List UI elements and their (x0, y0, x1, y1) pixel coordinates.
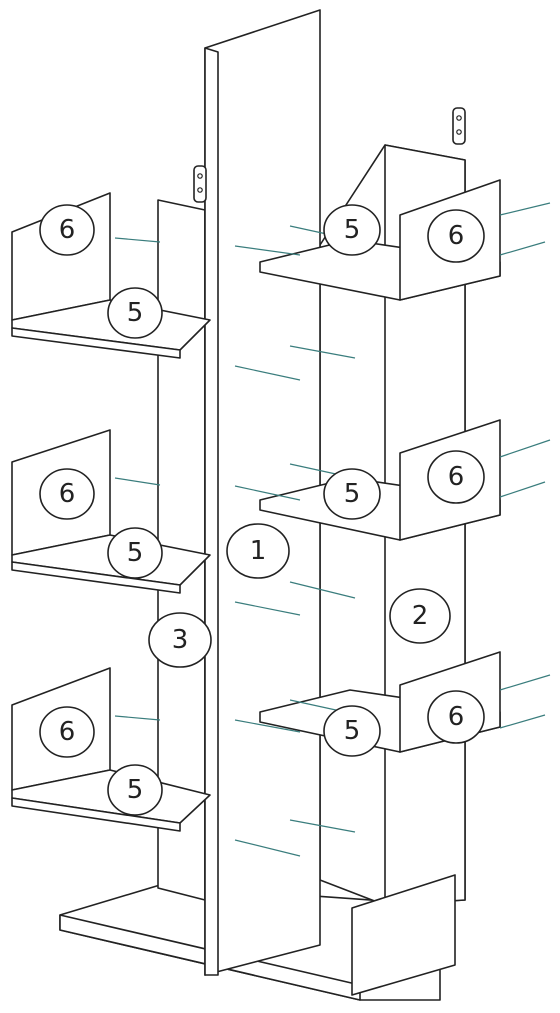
callout-6-label: 6 (448, 462, 465, 492)
callout-6-left-1: 6 (39, 204, 95, 256)
callout-2: 2 (389, 588, 451, 644)
callout-6-right-2: 6 (427, 450, 485, 504)
callout-5-right-3: 5 (323, 705, 381, 757)
callout-6-label: 6 (448, 702, 465, 732)
callout-6-right-3: 6 (427, 690, 485, 744)
callout-6-label: 6 (59, 215, 76, 245)
callout-3-label: 3 (172, 625, 189, 655)
callout-5-label: 5 (344, 716, 361, 746)
wall-bracket-right (452, 107, 466, 145)
callout-5-label: 5 (127, 538, 144, 568)
callout-6-label: 6 (59, 479, 76, 509)
callout-6-left-3: 6 (39, 706, 95, 758)
callout-3: 3 (148, 612, 212, 668)
front-low-board (351, 874, 456, 996)
callout-5-label: 5 (344, 479, 361, 509)
callout-5-left-2: 5 (107, 527, 163, 579)
callout-6-right-1: 6 (427, 209, 485, 263)
callout-5-label: 5 (344, 215, 361, 245)
callout-5-label: 5 (127, 775, 144, 805)
callout-6-label: 6 (59, 717, 76, 747)
callout-5-right-2: 5 (323, 468, 381, 520)
callout-1: 1 (226, 523, 290, 579)
callout-6-label: 6 (448, 221, 465, 251)
callout-5-left-1: 5 (107, 287, 163, 339)
callout-5-label: 5 (127, 298, 144, 328)
callout-2-label: 2 (412, 601, 429, 631)
callout-5-right-1: 5 (323, 204, 381, 256)
callout-5-left-3: 5 (107, 764, 163, 816)
wall-bracket-left (193, 165, 207, 203)
callout-1-label: 1 (250, 536, 267, 566)
callout-6-left-2: 6 (39, 468, 95, 520)
